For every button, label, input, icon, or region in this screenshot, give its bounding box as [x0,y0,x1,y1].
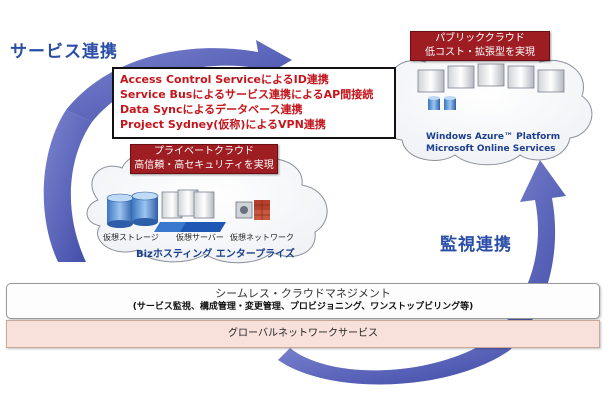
cloud-management-bar: シームレス・クラウドマネジメント (サービス監視、構成管理・変更管理、プロビジョ… [6,283,600,319]
public-cloud-subtitle: 低コスト・拡張型を実現 [425,47,535,58]
network-title: グローバルネットワークサービス [228,328,378,339]
monitor-link-label: 監視連携 [440,235,512,255]
virtual-server-label: 仮想サーバー [176,233,224,242]
management-title: シームレス・クラウドマネジメント [215,287,391,300]
link-line-service-bus: Service Busによるサービス連携によるAP間接続 [120,88,374,101]
virtual-storage-label: 仮想ストレージ [103,233,159,242]
virtual-network-icon [235,200,270,220]
global-network-bar: グローバルネットワークサービス [6,320,600,348]
service-link-box: Access Control ServiceによるID連携 Service Bu… [112,67,396,139]
private-cloud-brand: Bizホスティング エンタープライズ [136,249,295,260]
management-detail: (サービス監視、構成管理・変更管理、プロビジョニング、ワンストップビリング等) [132,302,474,312]
bottom-arc [278,340,510,385]
private-cloud-banner: プライベートクラウド 高信頼・高セキュリティを実現 [130,144,278,174]
link-line-project-sydney: Project Sydney(仮称)によるVPN連携 [120,118,326,131]
platform-line-1: Windows Azure™ Platform [426,132,561,142]
platform-line-2: Microsoft Online Services [426,144,556,154]
virtual-network-label: 仮想ネットワーク [230,233,294,242]
public-cloud-storage-icon [428,96,456,110]
public-cloud-servers-icon [417,63,565,93]
private-cloud-subtitle: 高信頼・高セキュリティを実現 [134,160,274,171]
link-line-access-control: Access Control ServiceによるID連携 [120,73,329,86]
virtual-server-icon [154,189,226,232]
virtual-storage-icon [106,191,159,228]
private-cloud-title: プライベートクラウド [154,146,254,157]
public-cloud-banner: パブリッククラウド 低コスト・拡張型を実現 [410,31,550,61]
service-link-arrow [66,40,292,122]
link-line-data-sync: Data Syncによるデータベース連携 [120,103,303,116]
public-cloud-title: パブリッククラウド [435,33,525,44]
service-link-label: サービス連携 [10,42,118,62]
monitor-link-arrow [490,160,566,350]
left-arc [43,110,92,262]
